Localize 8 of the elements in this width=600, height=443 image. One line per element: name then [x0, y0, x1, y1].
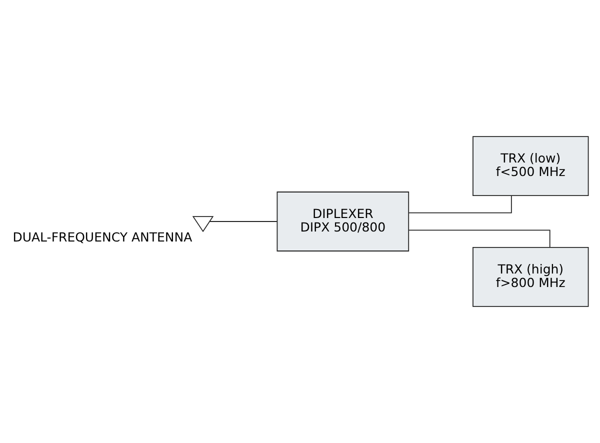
- node-antenna: [192, 216, 214, 232]
- connector: [408, 195, 512, 214]
- node-label: DUAL-FREQUENCY ANTENNA: [12, 229, 192, 244]
- node-box: TRX (low) f<500 MHz: [472, 136, 589, 196]
- connector: [408, 230, 550, 248]
- node-box: DIPLEXER DIPX 500/800: [276, 192, 410, 252]
- connector: [209, 221, 278, 222]
- node-box: TRX (high) f>800 MHz: [472, 246, 589, 307]
